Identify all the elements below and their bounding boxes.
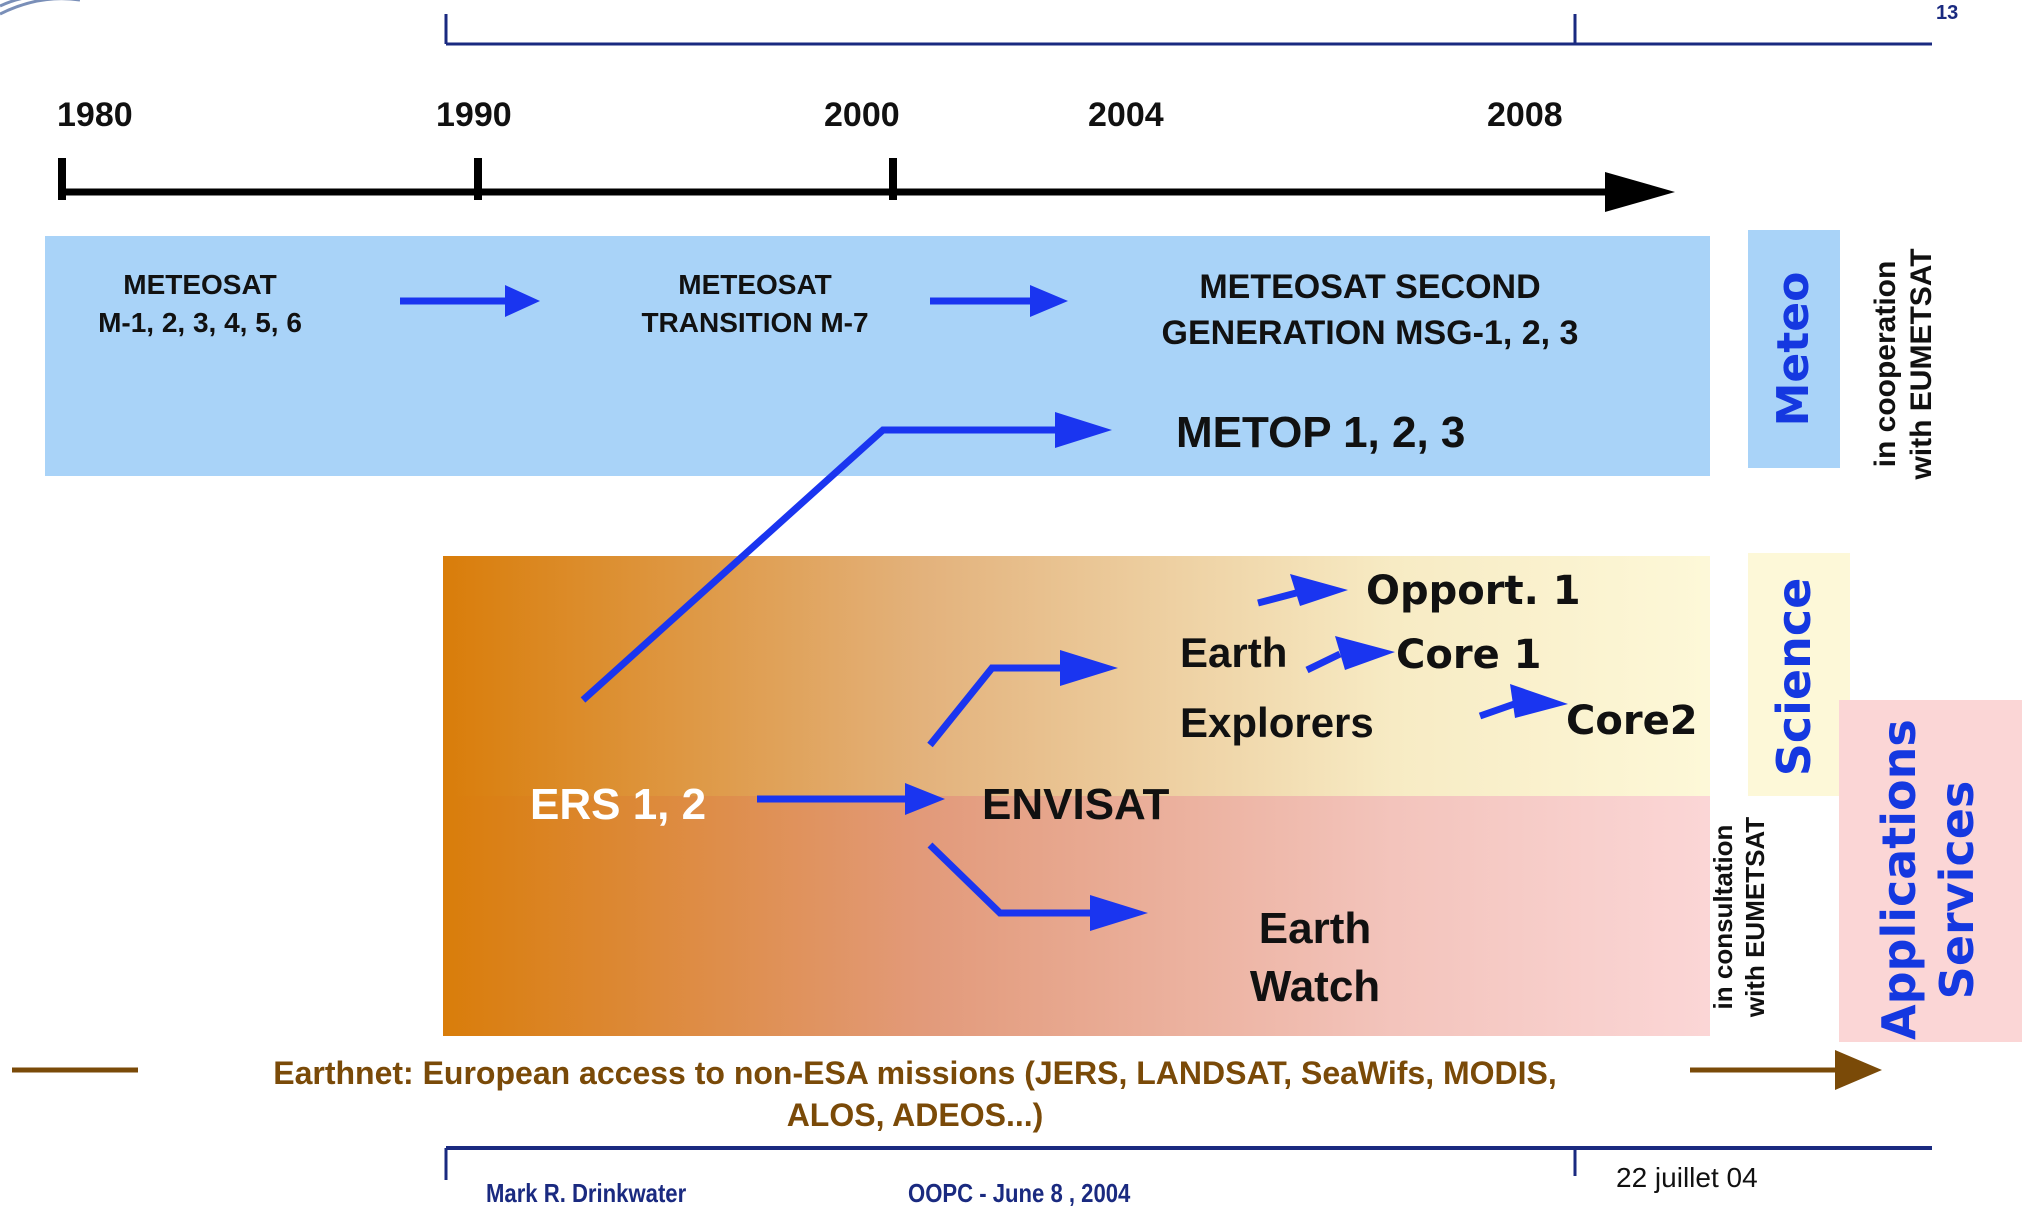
science-tag-box (1748, 553, 1850, 796)
year-2008: 2008 (1487, 96, 1563, 134)
footer-date: 22 juillet 04 (1616, 1162, 1758, 1193)
msg-line2: GENERATION MSG-1, 2, 3 (1161, 314, 1579, 352)
flow-arrows (12, 297, 1842, 1073)
footer-rule (444, 1146, 1932, 1180)
services-line: Services (1930, 780, 1984, 1000)
applications-line: Applications (1872, 719, 1926, 1040)
transition-line2: TRANSITION M-7 (641, 307, 869, 338)
year-1980: 1980 (57, 96, 133, 134)
applications-services-tag: Applications Services (1870, 719, 1990, 1040)
year-2004: 2004 (1088, 96, 1164, 134)
watch-line2: Watch (1249, 962, 1381, 1011)
metop-label: METOP 1, 2, 3 (1176, 408, 1466, 457)
explorers-line2: Explorers (1180, 699, 1374, 746)
core1-label: Core 1 (1396, 632, 1542, 678)
consult-line2: with EUMETSAT (1740, 816, 1770, 1018)
msg-label: METEOSAT SECOND GENERATION MSG-1, 2, 3 (1110, 264, 1630, 356)
meteo-tag: Meteo (1768, 271, 1819, 427)
consultation-note: in consultation with EUMETSAT (1707, 787, 1777, 1047)
cooperation-note: in cooperation with EUMETSAT (1868, 214, 1948, 514)
applications-tag-box (1839, 700, 2022, 1042)
transition-line1: METEOSAT (678, 269, 832, 300)
consult-line1: in consultation (1708, 824, 1738, 1010)
meteosat-label: METEOSAT M-1, 2, 3, 4, 5, 6 (70, 266, 330, 342)
earth-watch-label: Earth Watch (1200, 900, 1430, 1016)
header-rule (444, 14, 1932, 46)
page-number: 13 (1936, 2, 1959, 24)
envisat-label: ENVISAT (982, 780, 1170, 829)
meteosat-line2: M-1, 2, 3, 4, 5, 6 (98, 307, 302, 338)
year-1990: 1990 (436, 96, 512, 134)
opport-label: Opport. 1 (1366, 568, 1581, 614)
coop-line2: with EUMETSAT (1905, 248, 1938, 480)
timeline-axis (58, 158, 1675, 212)
earthnet-arrow-head (1835, 1050, 1882, 1090)
coop-line1: in cooperation (1869, 260, 1902, 468)
explorers-line1: Earth (1180, 629, 1288, 676)
earth-explorers-label: Earth Explorers (1180, 618, 1374, 758)
earthnet-label: Earthnet: European access to non-ESA mis… (150, 1052, 1680, 1136)
core2-label: Core2 (1566, 698, 1698, 744)
earthnet-line1: Earthnet: European access to non-ESA mis… (273, 1055, 1557, 1091)
esa-logo-fragment (0, 0, 80, 16)
arrow-heads (505, 285, 1568, 931)
year-2000: 2000 (824, 96, 900, 134)
watch-line1: Earth (1258, 904, 1372, 953)
msg-line1: METEOSAT SECOND (1199, 268, 1541, 306)
earthnet-line2: ALOS, ADEOS...) (786, 1097, 1044, 1133)
meteo-tag-box (1748, 230, 1840, 468)
science-tag: Science (1767, 577, 1821, 777)
footer-event: OOPC - June 8 , 2004 (908, 1178, 1131, 1208)
meteosat-transition-label: METEOSAT TRANSITION M-7 (600, 266, 910, 342)
footer-author: Mark R. Drinkwater (486, 1178, 687, 1208)
ers-label: ERS 1, 2 (530, 780, 707, 829)
meteosat-line1: METEOSAT (123, 269, 277, 300)
